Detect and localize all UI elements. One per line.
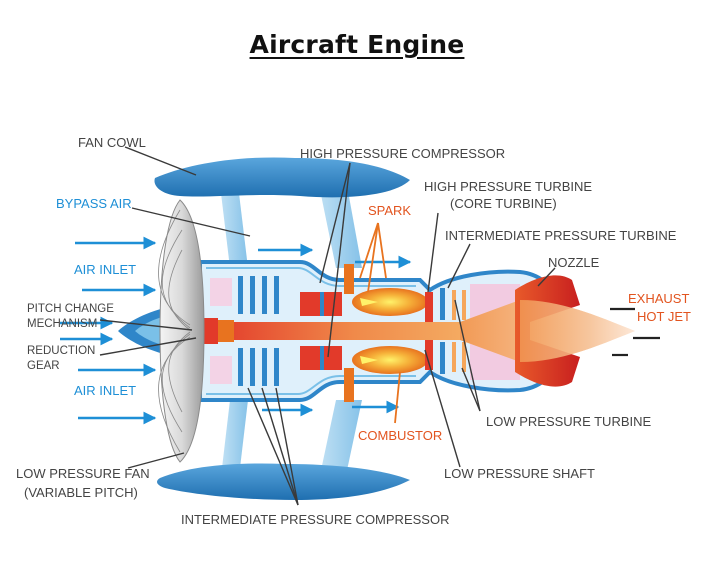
fan-cowl-top: [154, 157, 410, 198]
label-reduction-2: GEAR: [27, 360, 60, 372]
label-bypass-air: BYPASS AIR: [56, 196, 132, 211]
ip-compressor-blades: [238, 276, 279, 386]
exhaust-streaks: [610, 307, 660, 357]
fan-cowl-bottom: [157, 463, 410, 500]
label-exhaust-2: HOT JET: [637, 309, 691, 324]
label-pitch-change-1: PITCH CHANGE: [27, 303, 114, 315]
bypass-strut-front-top: [220, 185, 248, 268]
label-spark: SPARK: [368, 203, 411, 218]
low-pressure-fan: [159, 199, 205, 463]
label-air-inlet-top: AIR INLET: [74, 262, 136, 277]
bypass-strut-rear-bottom: [320, 400, 362, 475]
leader-lines: [99, 146, 556, 506]
bypass-strut-front-bottom: [222, 400, 248, 468]
label-nozzle: NOZZLE: [548, 255, 600, 270]
bypass-strut-rear-top: [318, 180, 362, 268]
label-combustor: COMBUSTOR: [358, 428, 442, 443]
label-reduction-1: REDUCTION: [27, 345, 95, 357]
combustor: [344, 264, 428, 402]
label-lp-shaft: LOW PRESSURE SHAFT: [444, 466, 595, 481]
low-pressure-shaft: [210, 322, 500, 340]
label-hp-turbine-1: HIGH PRESSURE TURBINE: [424, 179, 592, 194]
page-title: Aircraft Engine: [249, 30, 465, 59]
leader-lines-orange: [359, 222, 401, 424]
label-lp-turbine: LOW PRESSURE TURBINE: [486, 414, 652, 429]
label-air-inlet-bottom: AIR INLET: [74, 383, 136, 398]
label-fan-cowl: FAN COWL: [78, 135, 146, 150]
label-ip-compressor: INTERMEDIATE PRESSURE COMPRESSOR: [181, 512, 449, 527]
label-ip-turbine: INTERMEDIATE PRESSURE TURBINE: [445, 228, 677, 243]
air-flow-arrows: [60, 236, 412, 425]
label-lp-fan-1: LOW PRESSURE FAN: [16, 466, 150, 481]
label-hp-turbine-2: (CORE TURBINE): [450, 196, 557, 211]
label-lp-fan-2: (VARIABLE PITCH): [24, 485, 138, 500]
label-hp-compressor: HIGH PRESSURE COMPRESSOR: [300, 146, 505, 161]
label-pitch-change-2: MECHANISM: [27, 318, 97, 330]
label-exhaust-1: EXHAUST: [628, 291, 689, 306]
